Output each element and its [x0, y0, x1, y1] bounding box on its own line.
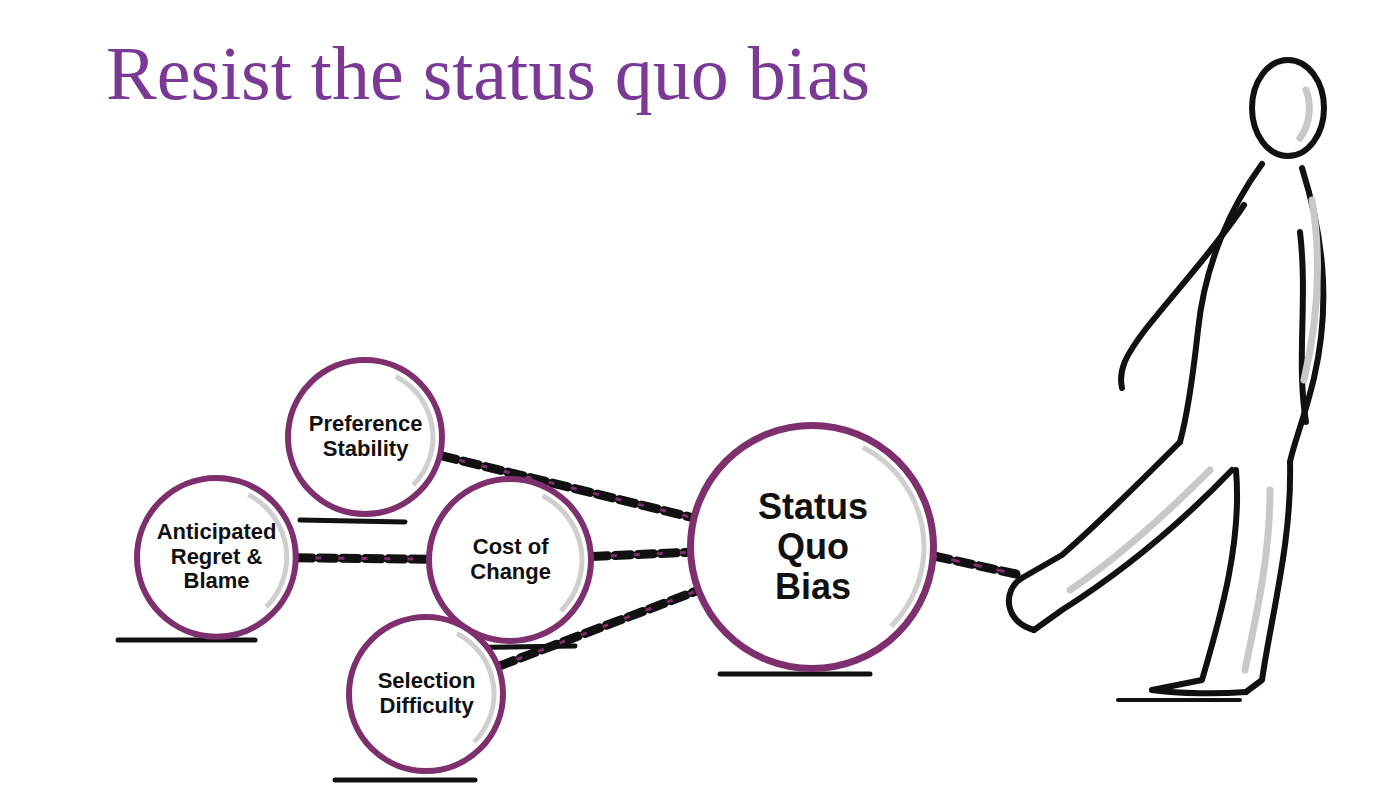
person-shade [1300, 90, 1309, 138]
chain-accent [296, 558, 428, 559]
shadow-line [118, 638, 255, 643]
person-back-foot [1009, 578, 1034, 630]
person-arm-back [1300, 232, 1306, 422]
chain-connector [592, 552, 689, 556]
person-front-foot [1152, 690, 1246, 693]
circle-ring [137, 478, 296, 637]
foot-chain-accent [934, 556, 1016, 574]
factor-circle: Preference Stability [285, 357, 445, 517]
factor-circle: Status Quo Bias [687, 422, 937, 672]
shadow-line [720, 672, 870, 677]
person-back-leg [1022, 442, 1180, 578]
factor-circle: Selection Difficulty [346, 614, 506, 774]
person-front-leg [1152, 470, 1237, 690]
person-back-leg [1034, 470, 1232, 630]
person-torso-front [1180, 164, 1262, 442]
circle-text: Anticipated Regret & Blame [156, 520, 277, 594]
factor-label: Preference Stability [308, 412, 423, 461]
chain-connector [296, 558, 428, 559]
person-arm-front [1121, 205, 1244, 388]
chain-group [296, 558, 428, 559]
chain-group [592, 552, 689, 556]
circle-ring [349, 617, 503, 771]
factor-circle: Anticipated Regret & Blame [134, 475, 299, 640]
foot-chain [934, 556, 1016, 574]
person-head [1252, 60, 1324, 156]
circle-shade [862, 445, 927, 628]
shadow-line [335, 778, 475, 783]
person-front-leg [1246, 462, 1290, 692]
circle-ring [288, 360, 442, 514]
factor-label: Status Quo Bias [757, 487, 869, 608]
factor-label: Anticipated Regret & Blame [156, 520, 277, 594]
person-shade [1245, 490, 1270, 670]
circle-text: Cost of Change [470, 535, 552, 584]
page-title: Resist the status quo bias [106, 30, 870, 117]
factor-label: Cost of Change [470, 535, 552, 584]
circle-text: Status Quo Bias [757, 487, 869, 608]
person-shade [1304, 200, 1318, 380]
person-shadow [1118, 698, 1240, 702]
shadow-line [300, 520, 405, 522]
person-torso-back [1290, 168, 1323, 462]
circle-ring [429, 479, 591, 641]
circle-text: Selection Difficulty [377, 669, 476, 718]
person-shade [1070, 470, 1210, 590]
circle-text: Preference Stability [308, 412, 423, 461]
chain-accent [592, 552, 689, 556]
factor-label: Selection Difficulty [377, 669, 476, 718]
circle-ring [691, 426, 934, 669]
